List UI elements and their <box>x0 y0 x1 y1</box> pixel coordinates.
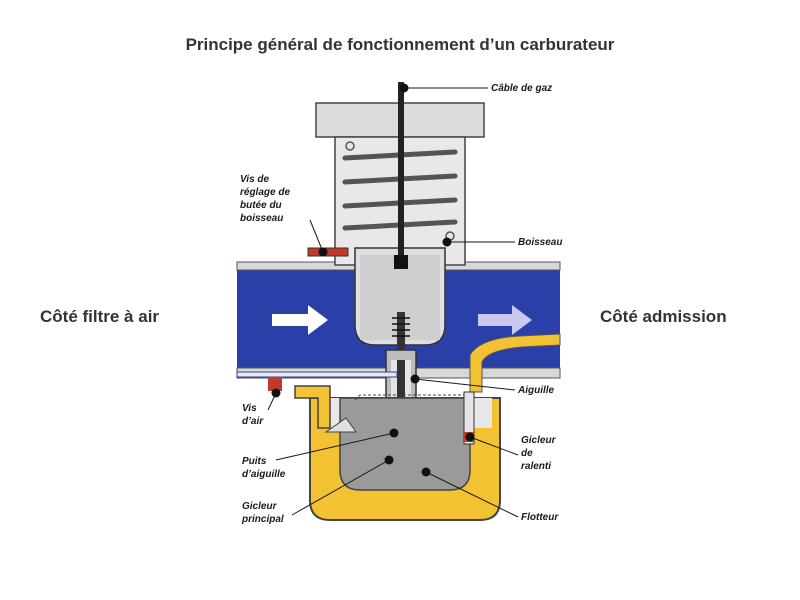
label-needle: Aiguille <box>517 385 555 396</box>
label-throttle-cable: Câble de gaz <box>491 83 552 94</box>
label-air-screw: Vis d’air <box>242 403 264 427</box>
diagram-title: Principe général de fonctionnement d’un … <box>185 35 615 54</box>
fuel-inlet <box>294 385 331 429</box>
flow-arrow-left <box>272 305 328 335</box>
idle-jet <box>463 391 475 445</box>
label-slide: Boisseau <box>518 237 562 248</box>
slide-stop-screw <box>307 247 349 257</box>
intake-side-label: Côté admission <box>600 307 727 326</box>
label-needle-well: Puits d’aiguille <box>242 456 286 480</box>
label-slide-stop-screw: Vis de réglage de butée du boisseau <box>240 174 293 224</box>
air-filter-side-label: Côté filtre à air <box>40 307 160 326</box>
throttle-cable <box>398 82 404 267</box>
label-float: Flotteur <box>521 512 559 523</box>
label-idle-jet: Gicleur de ralenti <box>521 435 558 472</box>
flow-arrow-right <box>478 305 532 335</box>
air-screw-tube <box>236 371 398 378</box>
label-main-jet: Gicleur principal <box>241 501 284 525</box>
float <box>339 397 471 491</box>
idle-fuel-line <box>469 333 561 393</box>
